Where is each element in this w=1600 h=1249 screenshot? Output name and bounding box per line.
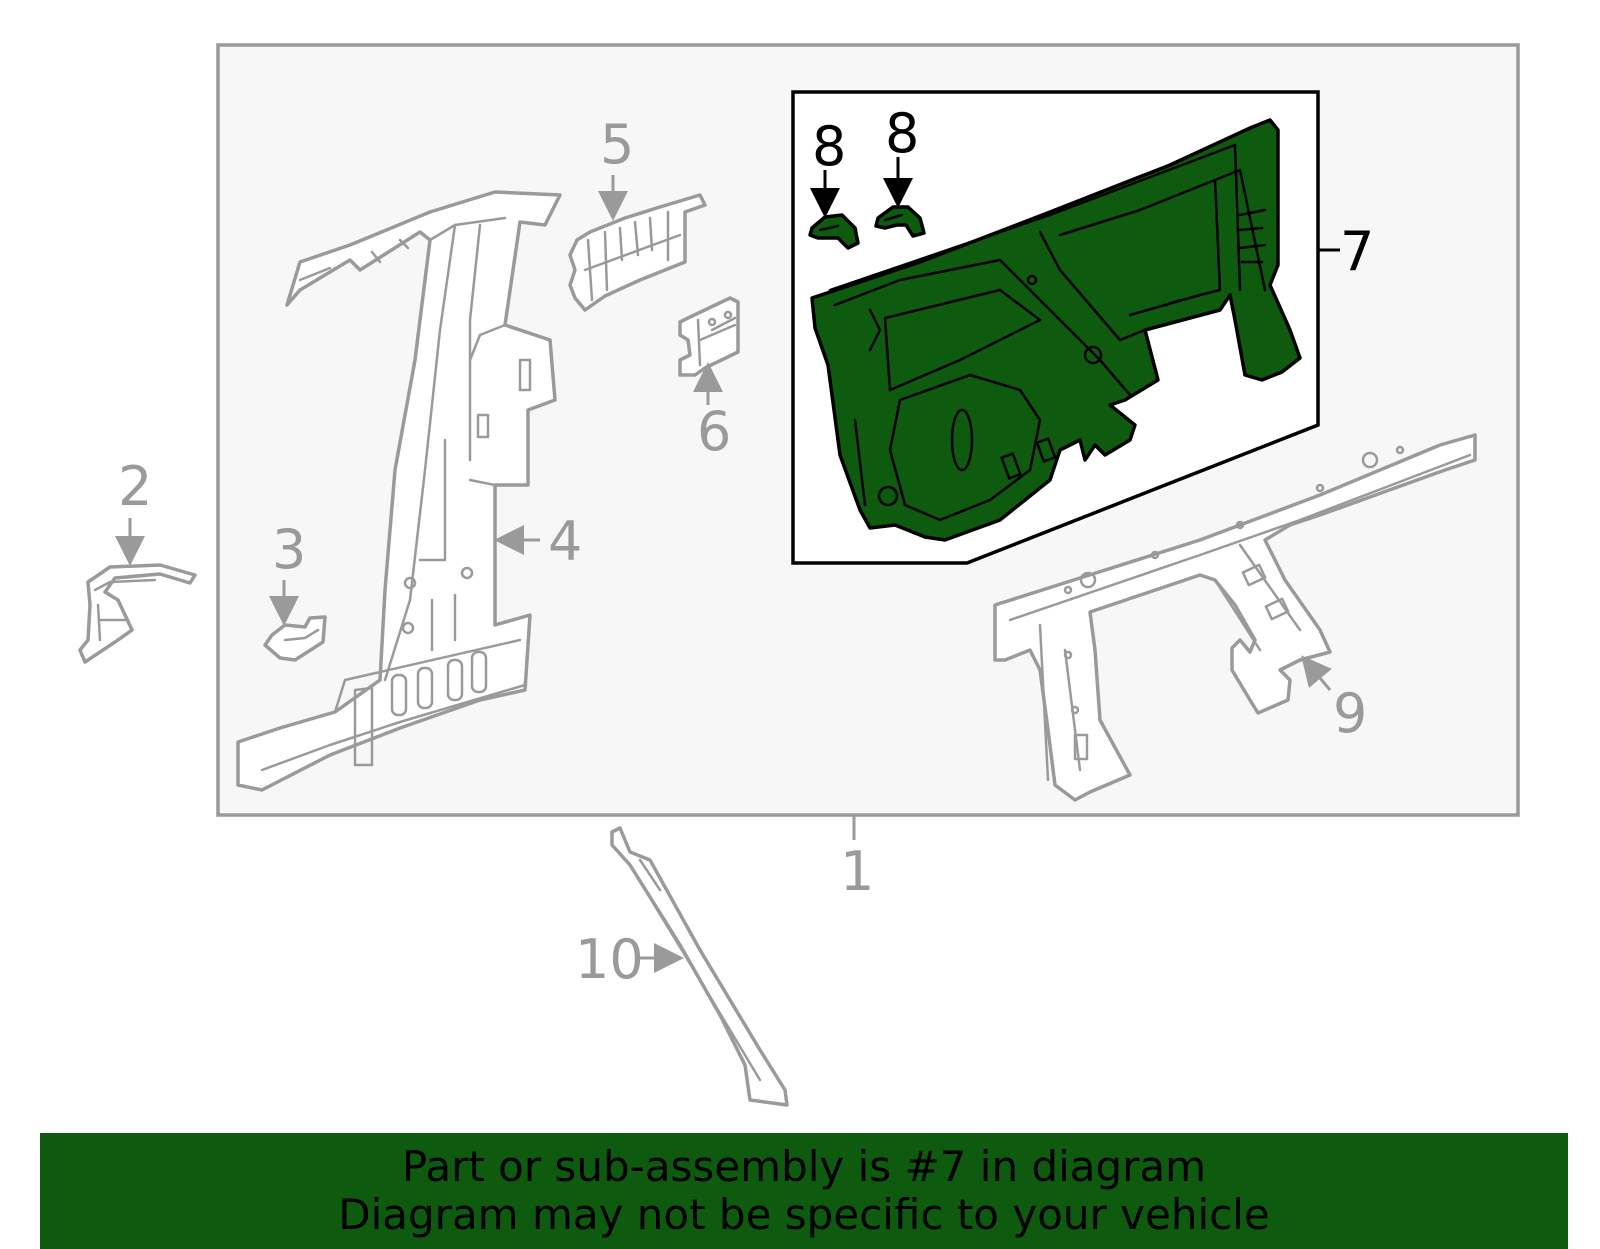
part-2-bracket[interactable] [78,563,197,664]
callout-8b: 8 [885,102,919,165]
callout-2: 2 [118,455,152,518]
part-7-panel[interactable] [810,118,1302,542]
info-banner: Part or sub-assembly is #7 in diagram Di… [40,1133,1568,1249]
callout-4: 4 [548,510,582,573]
part-10-trim[interactable] [610,826,789,1107]
part-6-plate[interactable] [678,296,740,377]
part-3-clip[interactable] [263,615,327,662]
callout-10: 10 [575,928,644,991]
callout-8a: 8 [812,115,846,178]
leader-9 [1301,655,1332,691]
callout-1: 1 [840,840,874,903]
callout-9: 9 [1333,682,1367,745]
part-4-pillar[interactable] [236,190,562,792]
banner-line-1: Part or sub-assembly is #7 in diagram [401,1142,1207,1191]
callout-5: 5 [600,113,634,176]
callout-7: 7 [1340,220,1374,283]
callout-3: 3 [272,518,306,581]
banner-line-2: Diagram may not be specific to your vehi… [338,1190,1270,1239]
part-5-reinforcement[interactable] [568,193,707,312]
callout-6: 6 [697,400,731,463]
part-9-rail[interactable] [993,433,1477,802]
